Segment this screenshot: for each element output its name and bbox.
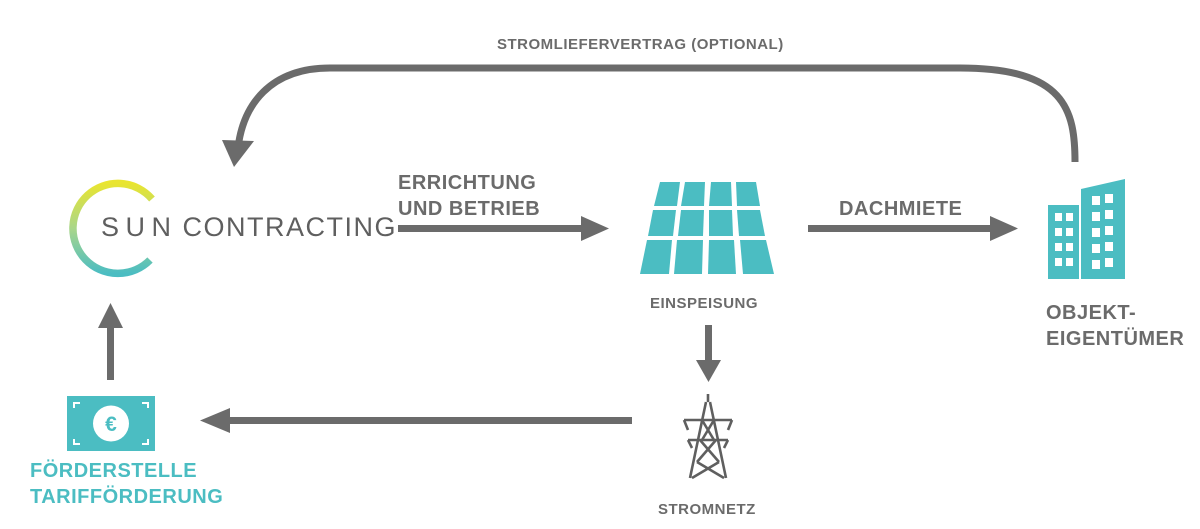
- power-contract-arrow: [234, 64, 1079, 163]
- euro-banknote-icon: €: [67, 396, 155, 451]
- power-contract-label: STROMLIEFERVERTRAG (OPTIONAL): [497, 36, 784, 53]
- funding-up-arrow: [98, 303, 123, 380]
- owner-label: OBJEKT- EIGENTÜMER: [1046, 300, 1184, 352]
- funding-label: FÖRDERSTELLE TARIFFÖRDERUNG: [30, 458, 223, 510]
- power-tower-icon: [682, 394, 734, 480]
- logo-letter-n: N: [151, 212, 173, 242]
- feed-in-arrow: [696, 325, 721, 382]
- feed-in-label: EINSPEISUNG: [650, 295, 759, 312]
- funding-line2: TARIFFÖRDERUNG: [30, 486, 224, 508]
- owner-line1: OBJEKT-: [1046, 302, 1137, 324]
- build-operate-label: ERRICHTUNG UND BETRIEB: [398, 170, 540, 222]
- power-contract-arrowhead: [222, 140, 254, 167]
- funding-line1: FÖRDERSTELLE: [30, 460, 198, 482]
- build-operate-line2: UND BETRIEB: [398, 198, 541, 220]
- building-icon: [1048, 179, 1125, 279]
- logo-letter-s: S: [101, 212, 121, 242]
- logo-letter-u: U: [125, 212, 147, 242]
- svg-text:€: €: [105, 413, 117, 436]
- solar-panel-icon: [640, 182, 774, 274]
- suncontracting-ring-logo: [69, 179, 155, 278]
- grid-label: STROMNETZ: [658, 501, 756, 518]
- owner-line2: EIGENTÜMER: [1046, 328, 1185, 350]
- build-operate-line1: ERRICHTUNG: [398, 172, 537, 194]
- build-operate-arrow: [398, 216, 609, 241]
- tariff-arrow: [200, 408, 632, 433]
- roof-rent-label: DACHMIETE: [839, 198, 963, 220]
- logo-contracting: CONTRACTING: [182, 212, 398, 242]
- roof-rent-arrow: [808, 216, 1018, 241]
